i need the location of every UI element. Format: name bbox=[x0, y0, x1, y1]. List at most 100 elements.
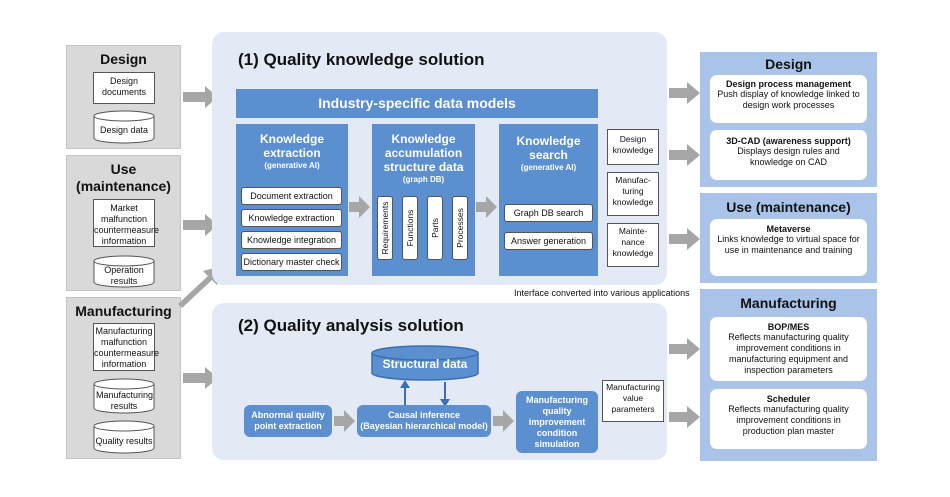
manufacturing-results-label: Manufacturing results bbox=[96, 390, 154, 411]
scheduler-desc: Reflects manufacturing quality improveme… bbox=[728, 404, 849, 436]
arrow-manufacturing-out-2 bbox=[669, 406, 700, 428]
operation-results-label: Operation results bbox=[104, 265, 144, 286]
arrow-extraction-to-accumulation bbox=[349, 196, 370, 218]
bop-mes-title: BOP/MES bbox=[767, 322, 810, 332]
causal-inference-label-1: Causal inference bbox=[387, 410, 461, 420]
answer-generation-item: Answer generation bbox=[504, 232, 593, 250]
search-title-1: Knowledge bbox=[516, 134, 581, 148]
manufacturing-output-panel: Manufacturing BOP/MES Reflects manufactu… bbox=[700, 289, 877, 461]
structural-data-label: Structural data bbox=[382, 357, 468, 371]
manufacturing-results-db: Manufacturing results bbox=[93, 378, 155, 414]
arrows-structural-to-causal bbox=[400, 380, 450, 407]
design-process-title: Design process management bbox=[725, 79, 852, 89]
arrow-manufacturing-in bbox=[183, 367, 218, 389]
manufacturing-malfunction-doc: Manufacturing malfunction countermeasure… bbox=[93, 323, 160, 371]
knowledge-solution-title: (1) Quality knowledge solution bbox=[238, 50, 485, 69]
arrow-causal-to-simulation bbox=[493, 410, 514, 432]
design-knowledge-label: Design knowledge bbox=[612, 133, 654, 155]
arrow-design-out-1 bbox=[669, 82, 700, 104]
maintenance-knowledge-doc: Mainte- nance knowledge bbox=[607, 223, 659, 267]
design-process-desc: Push display of knowledge linked to desi… bbox=[717, 89, 860, 110]
design-data-label: Design data bbox=[99, 125, 149, 135]
arrow-use-in bbox=[183, 214, 218, 236]
industry-data-models-banner: Industry-specific data models bbox=[236, 89, 598, 118]
design-data-db: Design data bbox=[93, 110, 155, 144]
functions-column: Functions bbox=[402, 196, 418, 260]
requirements-column: Requirements bbox=[377, 196, 393, 260]
use-output-title: Use (maintenance) bbox=[726, 199, 851, 215]
bop-mes-desc: Reflects manufacturing quality improveme… bbox=[728, 332, 849, 375]
simulation-label: Manufacturing quality improvement condit… bbox=[526, 394, 588, 449]
scheduler-title: Scheduler bbox=[766, 394, 811, 404]
arrow-design-out-2 bbox=[669, 144, 700, 166]
document-extraction-item: Document extraction bbox=[241, 187, 342, 205]
manufacturing-malfunction-label: Manufacturing malfunction countermeasure… bbox=[94, 326, 160, 369]
use-input-panel: Use (maintenance) Market malfunction cou… bbox=[66, 155, 181, 291]
cad-card: 3D-CAD (awareness support) Displays desi… bbox=[710, 130, 867, 180]
design-process-card: Design process management Push display o… bbox=[710, 75, 867, 123]
structural-data-db: Structural data bbox=[370, 345, 480, 381]
manufacturing-input-title: Manufacturing bbox=[75, 303, 172, 319]
abnormal-quality-point-box: Abnormal quality point extraction bbox=[244, 405, 332, 437]
search-title-2: search bbox=[529, 148, 568, 162]
metaverse-title: Metaverse bbox=[766, 224, 811, 234]
knowledge-extraction-item: Knowledge extraction bbox=[241, 209, 342, 227]
manufacturing-knowledge-label: Manufac- turing knowledge bbox=[612, 175, 654, 207]
design-output-panel: Design Design process management Push di… bbox=[700, 52, 877, 187]
functions-label: Functions bbox=[405, 209, 415, 247]
knowledge-search-box: Knowledge search (generative AI) bbox=[499, 124, 598, 276]
accumulation-title-2: accumulation bbox=[384, 146, 463, 160]
extraction-title-2: extraction bbox=[263, 146, 321, 160]
arrow-use-out bbox=[669, 228, 700, 250]
market-malfunction-label: Market malfunction countermeasure inform… bbox=[94, 203, 160, 246]
parts-column: Parts bbox=[427, 196, 443, 260]
processes-label: Processes bbox=[455, 208, 465, 248]
accumulation-subtitle: (graph DB) bbox=[402, 175, 445, 184]
maintenance-knowledge-label: Mainte- nance knowledge bbox=[612, 226, 654, 258]
metaverse-card: Metaverse Links knowledge to virtual spa… bbox=[710, 219, 867, 276]
manufacturing-value-parameters-doc: Manufacturing value parameters bbox=[602, 380, 664, 422]
causal-inference-box: Causal inference (Bayesian hierarchical … bbox=[357, 405, 491, 437]
manufacturing-value-parameters-label: Manufacturing value parameters bbox=[606, 382, 660, 414]
cad-desc: Displays design rules and knowledge on C… bbox=[737, 146, 840, 167]
causal-inference-label-2: (Bayesian hierarchical model) bbox=[360, 421, 488, 431]
design-output-title: Design bbox=[765, 56, 812, 72]
arrow-design-in bbox=[183, 86, 218, 108]
extraction-subtitle: (generative AI) bbox=[264, 161, 320, 170]
graph-db-search-item: Graph DB search bbox=[504, 204, 593, 222]
analysis-solution-title: (2) Quality analysis solution bbox=[238, 316, 464, 335]
operation-results-db: Operation results bbox=[93, 255, 155, 288]
market-malfunction-doc: Market malfunction countermeasure inform… bbox=[93, 199, 160, 247]
arrow-accumulation-to-search bbox=[476, 196, 497, 218]
scheduler-card: Scheduler Reflects manufacturing quality… bbox=[710, 389, 867, 449]
arrow-manufacturing-diagonal bbox=[178, 266, 222, 308]
design-input-panel: Design Design documents Design data bbox=[66, 45, 181, 149]
search-subtitle: (generative AI) bbox=[520, 163, 577, 172]
accumulation-title-3: structure data bbox=[383, 160, 464, 174]
arrow-abnormal-to-causal bbox=[334, 410, 355, 432]
simulation-box: Manufacturing quality improvement condit… bbox=[516, 391, 598, 453]
metaverse-desc: Links knowledge to virtual space for use… bbox=[717, 234, 860, 255]
arrow-manufacturing-out-1 bbox=[669, 338, 700, 360]
use-output-panel: Use (maintenance) Metaverse Links knowle… bbox=[700, 193, 877, 283]
design-documents-label: Design documents bbox=[101, 76, 147, 97]
use-input-title-2: (maintenance) bbox=[76, 178, 171, 194]
quality-results-db: Quality results bbox=[93, 420, 155, 454]
dictionary-master-check-item: Dictionary master check bbox=[241, 253, 342, 271]
design-input-title: Design bbox=[100, 51, 147, 67]
processes-column: Processes bbox=[452, 196, 468, 260]
knowledge-integration-item: Knowledge integration bbox=[241, 231, 342, 249]
requirements-label: Requirements bbox=[380, 201, 390, 255]
manufacturing-output-title: Manufacturing bbox=[740, 295, 837, 311]
parts-label: Parts bbox=[430, 218, 440, 238]
manufacturing-input-panel: Manufacturing Manufacturing malfunction … bbox=[66, 297, 181, 459]
quality-results-label: Quality results bbox=[95, 436, 153, 446]
interface-note: Interface converted into various applica… bbox=[514, 288, 690, 298]
manufacturing-knowledge-doc: Manufac- turing knowledge bbox=[607, 172, 659, 216]
abnormal-quality-label: Abnormal quality point extraction bbox=[251, 410, 325, 431]
bop-mes-card: BOP/MES Reflects manufacturing quality i… bbox=[710, 317, 867, 381]
extraction-title-1: Knowledge bbox=[259, 132, 324, 146]
use-input-title-1: Use bbox=[110, 161, 137, 177]
design-knowledge-doc: Design knowledge bbox=[607, 129, 659, 165]
cad-title: 3D-CAD (awareness support) bbox=[726, 136, 851, 146]
